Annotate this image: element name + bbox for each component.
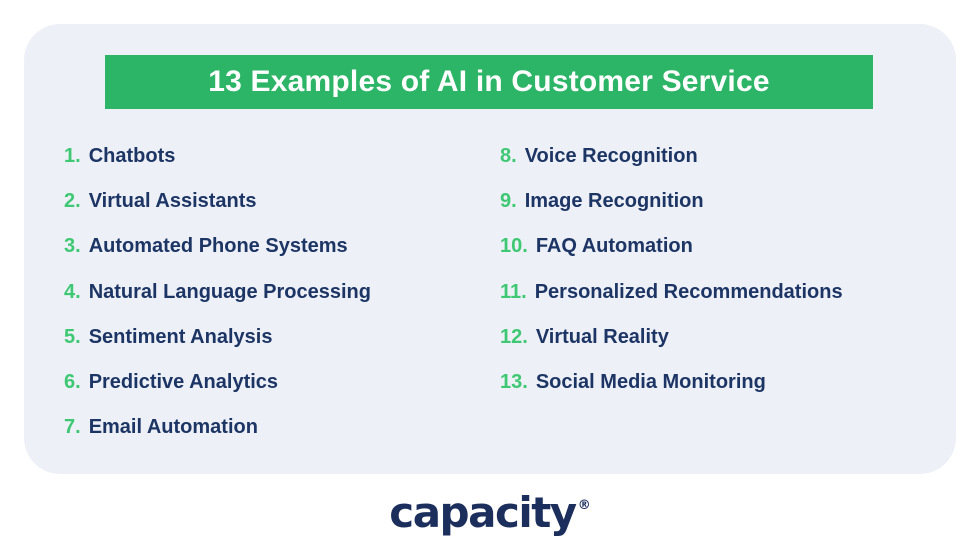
item-label: Chatbots: [88, 145, 176, 168]
item-number: 11.: [500, 280, 527, 303]
list-item: 12. Virtual Reality: [500, 315, 843, 360]
item-label: Virtual Reality: [535, 325, 669, 348]
list-item: 5. Sentiment Analysis: [64, 315, 371, 360]
item-number: 2.: [64, 190, 81, 213]
list-item: 13. Social Media Monitoring: [500, 360, 843, 405]
list-item: 9. Image Recognition: [500, 179, 843, 224]
list-column-left: 1. Chatbots 2. Virtual Assistants 3. Aut…: [64, 134, 371, 450]
content-card: 13 Examples of AI in Customer Service 1.…: [24, 24, 956, 474]
item-number: 4.: [64, 280, 81, 303]
list-item: 11. Personalized Recommendations: [500, 270, 843, 315]
item-label: Social Media Monitoring: [535, 371, 766, 394]
item-number: 12.: [500, 325, 528, 348]
item-label: Predictive Analytics: [88, 371, 279, 394]
item-number: 1.: [64, 145, 81, 168]
list-item: 1. Chatbots: [64, 134, 371, 179]
item-label: Virtual Assistants: [88, 190, 257, 213]
logo-text: capacity: [389, 487, 577, 537]
list-item: 10. FAQ Automation: [500, 224, 843, 269]
list-item: 4. Natural Language Processing: [64, 270, 371, 315]
item-label: Sentiment Analysis: [88, 325, 273, 348]
list-item: 8. Voice Recognition: [500, 134, 843, 179]
item-number: 7.: [64, 416, 81, 439]
item-label: Email Automation: [88, 416, 258, 439]
item-number: 6.: [64, 371, 81, 394]
list-item: 3. Automated Phone Systems: [64, 224, 371, 269]
capacity-logo: capacity®: [389, 491, 591, 534]
item-label: Voice Recognition: [524, 145, 698, 168]
item-label: Image Recognition: [524, 190, 704, 213]
item-label: FAQ Automation: [535, 235, 693, 258]
footer: capacity®: [0, 474, 980, 551]
item-number: 9.: [500, 190, 517, 213]
list-column-right: 8. Voice Recognition 9. Image Recognitio…: [500, 134, 843, 405]
page-title: 13 Examples of AI in Customer Service: [208, 65, 770, 98]
list-item: 6. Predictive Analytics: [64, 360, 371, 405]
item-number: 3.: [64, 235, 81, 258]
item-label: Personalized Recommendations: [534, 280, 843, 303]
list-item: 2. Virtual Assistants: [64, 179, 371, 224]
item-label: Automated Phone Systems: [88, 235, 348, 258]
list-item: 7. Email Automation: [64, 405, 371, 450]
item-label: Natural Language Processing: [88, 280, 371, 303]
item-number: 8.: [500, 145, 517, 168]
title-banner: 13 Examples of AI in Customer Service: [105, 55, 873, 109]
item-number: 10.: [500, 235, 528, 258]
registered-trademark-icon: ®: [577, 497, 591, 513]
item-number: 13.: [500, 371, 528, 394]
item-number: 5.: [64, 325, 81, 348]
